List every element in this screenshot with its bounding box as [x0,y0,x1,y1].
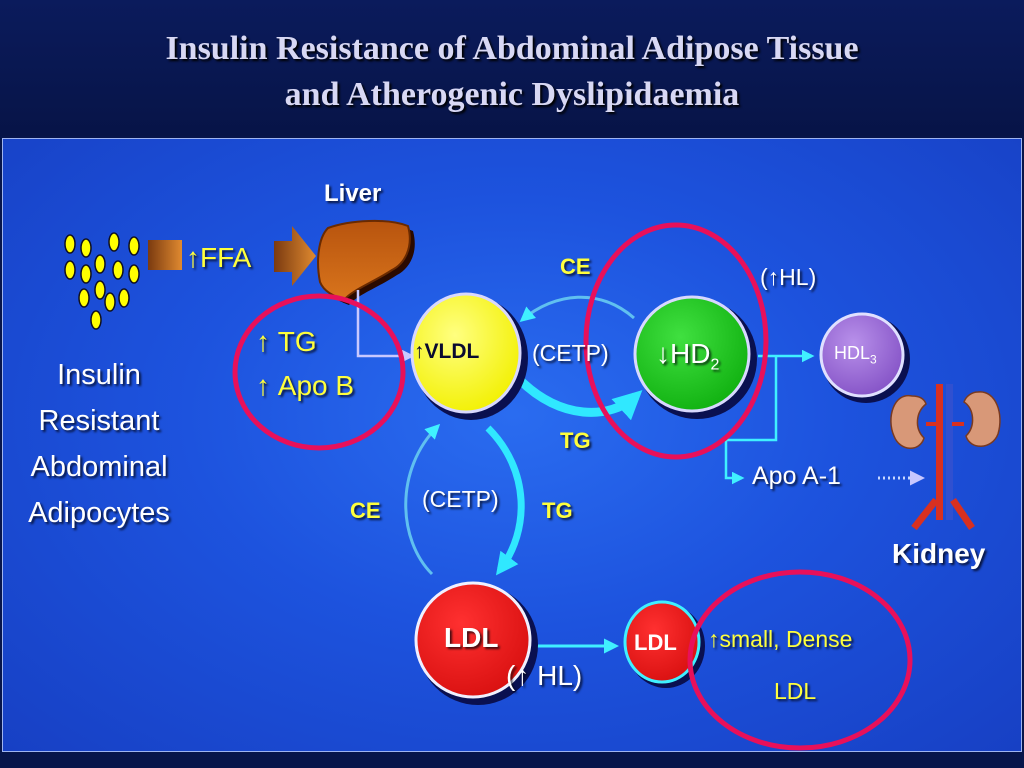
ffa-arrow [274,226,316,286]
down-arrow-icon: ↓ [656,338,670,369]
up-arrow-icon: ↑ [256,370,270,401]
hl-bottom-label: (↑ HL) [506,660,583,691]
kidney-icon [890,384,1001,531]
ldl-label: LDL [444,622,499,653]
tg-mid-label: TG [560,428,591,453]
title-bar: Insulin Resistance of Abdominal Adipose … [0,0,1024,136]
title-line-2: and Atherogenic Dyslipidaemia [284,76,740,113]
highlight-circle-tg-apob [232,293,406,451]
up-arrow-icon: ↑ [708,626,720,652]
slide-title: Insulin Resistance of Abdominal Adipose … [0,26,1024,118]
cetp-top-label: (CETP) [532,340,609,366]
hdl3-particle [819,312,910,403]
highlight-circle-hd2 [583,222,769,460]
up-arrow-icon: ↑ [186,242,200,273]
vldl-particle [410,292,528,420]
adipocytes-label: Insulin Resistant Abdominal Adipocytes [28,359,170,529]
ldl-vldl-arrow [404,423,441,576]
tg-up-label: ↑ TG [256,326,317,357]
hl-top-label: (↑HL) [760,264,817,290]
title-line-1: Insulin Resistance of Abdominal Adipose … [165,30,859,67]
liver-vldl-connector [356,290,415,363]
hd2-label: ↓HD2 [656,338,720,374]
apoa1-label: Apo A-1 [752,462,841,490]
small-ldl-particle [623,600,705,688]
up-arrow-icon: ↑ [414,340,425,363]
kidney-label: Kidney [892,538,986,569]
cetp-mid-label: (CETP) [422,486,499,512]
ce-left-label: CE [350,498,381,523]
tg-right-label: TG [542,498,573,523]
hdl3-label: HDL3 [834,343,877,367]
up-arrow-icon: ↑ [515,660,530,691]
ce-transfer-arrow [519,295,635,322]
small-dense-label-2: LDL [774,678,817,704]
ce-top-label: CE [560,254,591,279]
hd2-particle [633,295,757,419]
tg-transfer-arrow [516,376,643,421]
fat-cell-icon [64,232,140,330]
ffa-label: ↑FFA [186,242,252,273]
up-arrow-icon: ↑ [256,326,270,357]
liver-label: Liver [324,180,382,207]
highlight-circle-small-ldl [687,569,913,751]
vldl-label: ↑VLDL [414,340,480,363]
up-arrow-icon: ↑ [767,264,780,290]
small-ldl-label: LDL [634,630,677,655]
ldl-particle [414,581,538,705]
vldl-ldl-arrow [485,425,525,576]
small-dense-label: ↑small, Dense [708,626,853,652]
ffa-block [148,240,182,270]
liver-icon [317,219,415,305]
apob-up-label: ↑ Apo B [256,370,355,401]
